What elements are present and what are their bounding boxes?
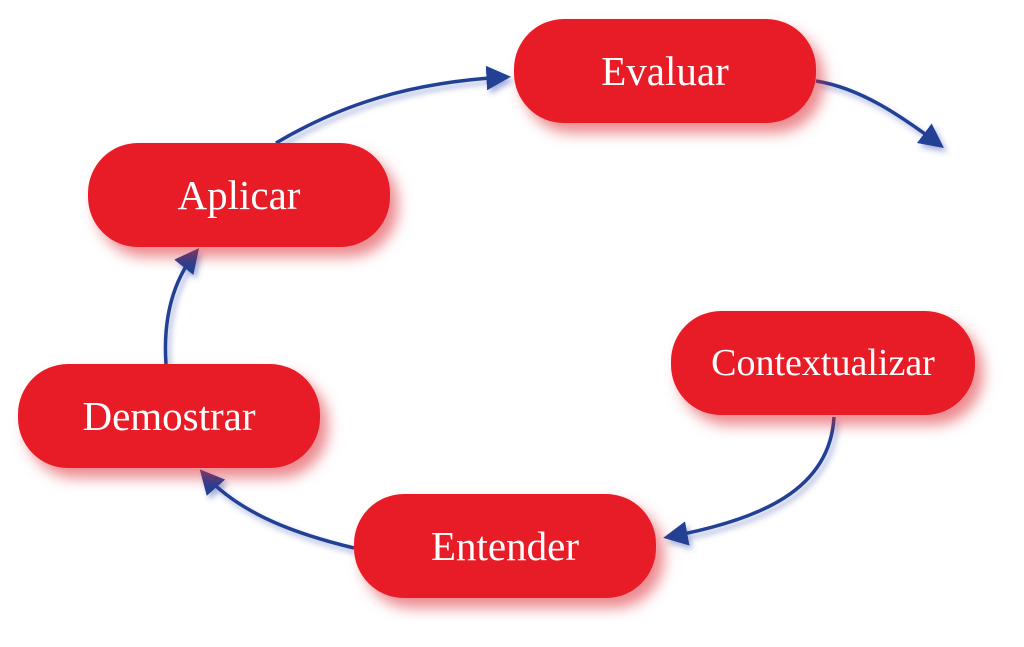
arrow-aplicar-to-evaluar	[275, 65, 511, 145]
node-label-entender: Entender	[431, 523, 579, 569]
node-aplicar: Aplicar	[88, 143, 390, 247]
node-label-demostrar: Demostrar	[82, 393, 256, 439]
node-label-contextualizar: Contextualizar	[711, 342, 935, 384]
node-entender: Entender	[354, 494, 656, 598]
arrow-contextualizar-to-entender	[663, 416, 836, 546]
node-demostrar: Demostrar	[18, 364, 320, 468]
arrow-evaluar-outgoing	[815, 79, 944, 148]
node-label-aplicar: Aplicar	[177, 172, 301, 218]
arrow-entender-to-demostrar	[199, 469, 355, 550]
node-contextualizar: Contextualizar	[671, 311, 975, 415]
arrow-demostrar-to-aplicar	[163, 248, 200, 365]
node-evaluar: Evaluar	[514, 19, 816, 123]
node-label-evaluar: Evaluar	[601, 48, 729, 94]
